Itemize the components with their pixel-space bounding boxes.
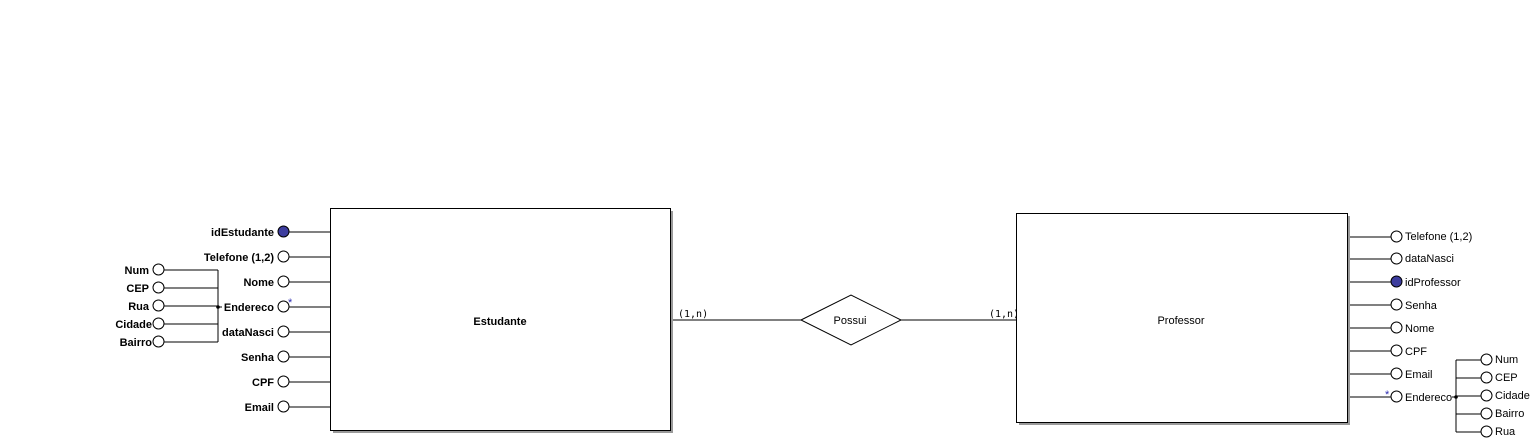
attribute-marker (1480, 425, 1493, 438)
attribute-marker (277, 375, 290, 388)
attr-datanasci-estudante-label: dataNasci (222, 327, 274, 339)
attribute-marker (277, 350, 290, 363)
subattr-cidade-estudante-label: Cidade (115, 319, 152, 331)
subattr-cidade-professor[interactable]: Cidade (1456, 389, 1530, 402)
attribute-marker (1480, 407, 1493, 420)
attribute-marker (152, 263, 165, 276)
attribute-marker (1390, 344, 1403, 357)
multivalued-star-icon: * (288, 297, 293, 309)
entity-estudante[interactable]: Estudante (330, 208, 674, 434)
relationship-link-left[interactable]: (1,n) (673, 309, 801, 321)
attribute-marker (1480, 353, 1493, 366)
key-attribute-marker (1390, 275, 1403, 288)
attribute-marker (1390, 252, 1403, 265)
attr-datanasci-professor-label: dataNasci (1405, 253, 1454, 265)
attribute-marker (277, 275, 290, 288)
subattr-cep-professor-label: CEP (1495, 372, 1518, 384)
attr-telefone-estudante[interactable]: Telefone (1,2) (204, 250, 330, 264)
attribute-marker (152, 299, 165, 312)
attr-endereco-professor-label: Endereco (1405, 392, 1452, 404)
relationship-link-right[interactable]: (1,n) (901, 309, 1019, 321)
attr-cpf-estudante[interactable]: CPF (252, 375, 330, 389)
attr-endereco-professor[interactable]: * Endereco (1350, 389, 1452, 404)
attr-datanasci-professor[interactable]: dataNasci (1350, 252, 1454, 265)
attr-endereco-estudante[interactable]: * Endereco (224, 297, 330, 314)
attribute-marker (152, 281, 165, 294)
attr-idprofessor-label: idProfessor (1405, 277, 1461, 289)
subattr-num-estudante-label: Num (125, 265, 150, 277)
attr-endereco-estudante-label: Endereco (224, 302, 274, 314)
attr-senha-professor[interactable]: Senha (1350, 298, 1438, 312)
subattr-bairro-estudante-label: Bairro (120, 337, 153, 349)
attr-idestudante[interactable]: idEstudante (211, 225, 330, 239)
attr-telefone-professor-label: Telefone (1,2) (1405, 231, 1472, 243)
attribute-marker (152, 317, 165, 330)
attr-nome-estudante-label: Nome (243, 277, 274, 289)
attribute-marker (152, 335, 165, 348)
subattr-bairro-professor[interactable]: Bairro (1456, 407, 1524, 420)
attribute-marker (1390, 230, 1403, 243)
subattr-bairro-professor-label: Bairro (1495, 408, 1524, 420)
subattr-cep-professor[interactable]: CEP (1456, 371, 1518, 384)
attr-idestudante-label: idEstudante (211, 227, 274, 239)
relationship-possui-label: Possui (833, 315, 866, 327)
attribute-marker (1390, 390, 1403, 403)
attribute-marker (1480, 389, 1493, 402)
key-attribute-marker (277, 225, 290, 238)
attr-cpf-professor[interactable]: CPF (1350, 344, 1427, 358)
multivalued-star-icon: * (1385, 389, 1390, 401)
attribute-marker (1390, 321, 1403, 334)
attribute-marker (277, 250, 290, 263)
attribute-marker (277, 325, 290, 338)
subattr-cep-estudante[interactable]: CEP (126, 281, 218, 295)
subattr-cidade-estudante[interactable]: Cidade (115, 317, 218, 331)
entity-professor-label: Professor (1157, 315, 1204, 327)
attr-nome-professor-label: Nome (1405, 323, 1434, 335)
subattr-num-professor-label: Num (1495, 354, 1518, 366)
attr-email-professor[interactable]: Email (1350, 367, 1433, 381)
cardinality-left: (1,n) (678, 309, 708, 320)
cardinality-right: (1,n) (989, 309, 1019, 320)
attr-senha-professor-label: Senha (1405, 300, 1438, 312)
subattr-rua-estudante-label: Rua (128, 301, 150, 313)
attribute-marker (1480, 371, 1493, 384)
attr-telefone-professor[interactable]: Telefone (1,2) (1350, 230, 1472, 243)
attr-senha-estudante-label: Senha (241, 352, 275, 364)
attr-email-estudante[interactable]: Email (245, 400, 330, 414)
attr-email-professor-label: Email (1405, 369, 1433, 381)
subattr-rua-professor[interactable]: Rua (1456, 425, 1516, 438)
attr-telefone-estudante-label: Telefone (1,2) (204, 252, 274, 264)
attribute-marker (277, 400, 290, 413)
subattr-num-professor[interactable]: Num (1456, 353, 1518, 366)
attr-datanasci-estudante[interactable]: dataNasci (222, 325, 330, 339)
attribute-marker (1390, 367, 1403, 380)
attr-cpf-estudante-label: CPF (252, 377, 274, 389)
attribute-marker (277, 300, 290, 313)
subattr-rua-estudante[interactable]: Rua (128, 299, 218, 313)
relationship-possui[interactable]: Possui (799, 294, 903, 346)
attr-idprofessor[interactable]: idProfessor (1350, 275, 1461, 289)
entity-estudante-label: Estudante (473, 316, 526, 328)
attr-nome-professor[interactable]: Nome (1350, 321, 1434, 335)
attr-senha-estudante[interactable]: Senha (241, 350, 330, 364)
attribute-marker (1390, 298, 1403, 311)
entity-professor[interactable]: Professor (1016, 213, 1351, 426)
subattr-num-estudante[interactable]: Num (125, 263, 218, 277)
subattr-cep-estudante-label: CEP (126, 283, 149, 295)
attr-email-estudante-label: Email (245, 402, 274, 414)
subattr-bairro-estudante[interactable]: Bairro (120, 335, 218, 349)
subattr-rua-professor-label: Rua (1495, 426, 1516, 438)
attr-nome-estudante[interactable]: Nome (243, 275, 330, 289)
subattr-cidade-professor-label: Cidade (1495, 390, 1530, 402)
attr-cpf-professor-label: CPF (1405, 346, 1427, 358)
